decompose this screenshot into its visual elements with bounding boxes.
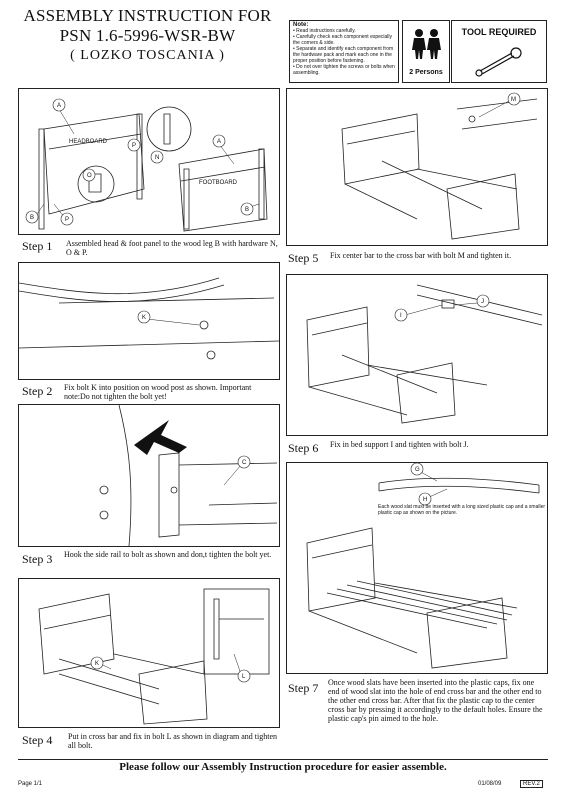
part-label-a: A: [217, 139, 221, 145]
revision-badge: REV.2: [520, 780, 543, 788]
step2-illustration: K: [19, 277, 279, 360]
part-label-a: A: [57, 103, 61, 109]
part-label-k: K: [95, 661, 99, 667]
tool-label: TOOL REQUIRED: [461, 27, 537, 37]
note-box: Note: • Read instructions carefully. • C…: [289, 20, 399, 83]
part-label-m: M: [511, 97, 516, 103]
step5-label: Step 5: [288, 251, 319, 265]
arrow-icon: [134, 420, 187, 455]
document-title: ASSEMBLY INSTRUCTION FOR PSN 1.6-5996-WS…: [10, 6, 285, 66]
two-persons-icon: [412, 29, 441, 59]
page-number: Page 1/1: [18, 781, 43, 787]
step6-diagram: I J: [286, 274, 548, 436]
part-label-o: O: [87, 173, 92, 179]
headboard-label: HEADBOARD: [69, 139, 108, 145]
step7-diagram: G H: [286, 462, 548, 674]
step3-text: Hook the side rail to bolt as shown and …: [64, 550, 272, 559]
step5-diagram: M: [286, 88, 548, 246]
step6-label: Step 6: [288, 441, 319, 455]
part-label-p: P: [132, 143, 136, 149]
step3-label: Step 3: [22, 552, 53, 566]
persons-label: 2 Persons: [409, 69, 443, 76]
note-item: • Carefully check each component especia…: [293, 34, 393, 46]
step2-diagram: K: [18, 262, 280, 380]
step7-illustration: G H: [306, 463, 540, 669]
step5-text: Fix center bar to the cross bar with bol…: [330, 251, 512, 260]
note-title: Note:: [293, 22, 309, 28]
step2-label: Step 2: [22, 384, 53, 398]
footboard-label: FOOTBOARD: [199, 180, 238, 186]
part-label-b: B: [30, 215, 34, 221]
title-line2: PSN 1.6-5996-WSR-BW: [59, 26, 236, 45]
step1-diagram: A A B B P P N O HEADBOARD FOOTBOARD: [18, 88, 280, 235]
product-subtitle: ( LOZKO TOSCANIA ): [70, 48, 225, 63]
step7-label: Step 7: [288, 681, 319, 695]
step1-label: Step 1: [22, 239, 53, 253]
step6-text: Fix in bed support I and tighten with bo…: [330, 440, 469, 449]
step1-text: Assembled head & foot panel to the wood …: [66, 239, 278, 257]
part-label-c: C: [242, 460, 247, 466]
part-label-g: G: [415, 467, 420, 473]
step4-diagram: K L: [18, 578, 280, 728]
note-item: • Separate and identify each component f…: [293, 46, 394, 64]
part-label-k: K: [142, 315, 146, 321]
part-label-n: N: [155, 155, 159, 161]
step4-text: Put in cross bar and fix in bolt L as sh…: [68, 732, 278, 750]
step3-illustration: C: [99, 405, 278, 546]
note-item: • Do not over tighten the screws or bolt…: [293, 64, 395, 76]
step2-text: Fix bolt K into position on wood post as…: [64, 383, 252, 401]
part-label-i: I: [400, 313, 402, 319]
tool-box: TOOL REQUIRED: [451, 20, 547, 83]
step1-illustration: A A B B P P N O HEADBOARD FOOTBOARD: [25, 98, 268, 232]
part-label-l: L: [242, 674, 246, 680]
part-label-p: P: [65, 217, 69, 223]
part-label-h: H: [423, 497, 427, 503]
wrench-icon: [475, 47, 522, 77]
step3-diagram: C: [18, 404, 280, 547]
persons-box: 2 Persons: [402, 20, 450, 83]
step7-caption: Each wood slat must be inserted with a l…: [378, 504, 546, 516]
part-label-b: B: [245, 207, 249, 213]
step7-text: Once wood slats have been inserted into …: [328, 678, 543, 723]
part-label-j: J: [481, 299, 484, 305]
footer-date: 01/08/09: [478, 781, 502, 787]
note-item: • Read instructions carefully.: [293, 28, 356, 34]
step4-label: Step 4: [22, 733, 53, 747]
step4-illustration: K L: [38, 588, 270, 725]
step5-illustration: M: [341, 92, 538, 240]
step6-illustration: I J: [306, 284, 543, 424]
footer-instruction: Please follow our Assembly Instruction p…: [119, 761, 447, 773]
footer-divider: [18, 759, 548, 760]
title-line1: ASSEMBLY INSTRUCTION FOR: [23, 6, 272, 25]
